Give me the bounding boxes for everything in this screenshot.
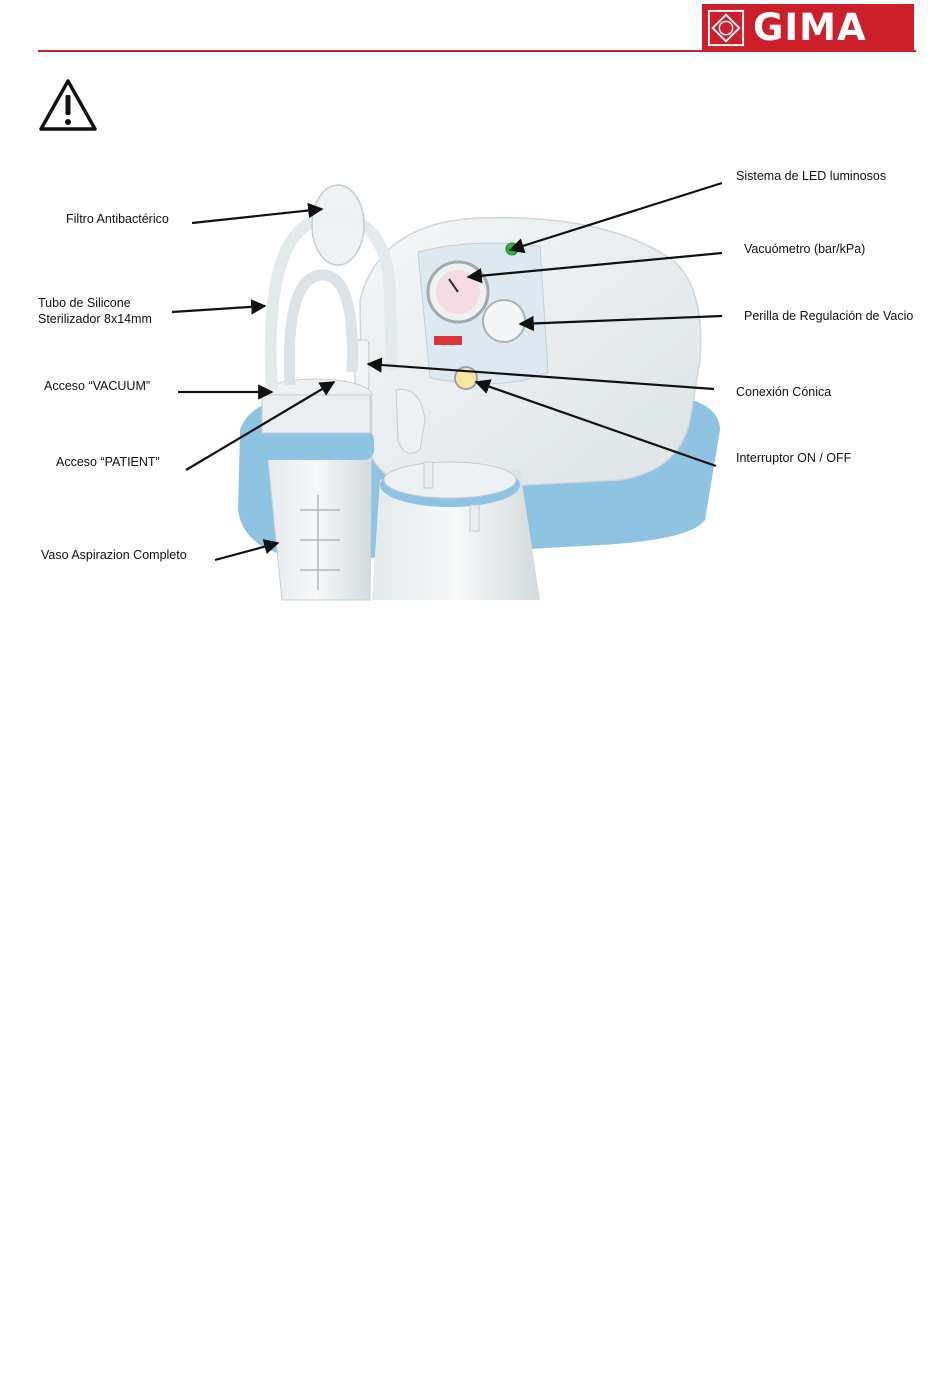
label-acceso-vacuum: Acceso “VACUUM” <box>44 378 150 394</box>
label-filtro-antibacterico: Filtro Antibactérico <box>66 211 169 227</box>
label-sistema-led: Sistema de LED luminosos <box>736 168 886 184</box>
label-interruptor: Interruptor ON / OFF <box>736 450 851 466</box>
label-perilla-regulacion: Perilla de Regulación de Vacio <box>744 308 913 324</box>
label-vacuometro: Vacuómetro (bar/kPa) <box>744 241 865 257</box>
label-conexion-conica: Conexión Cónica <box>736 384 831 400</box>
label-tubo-silicone: Tubo de Silicone Sterilizador 8x14mm <box>38 295 152 327</box>
label-acceso-patient: Acceso “PATIENT” <box>56 454 160 470</box>
label-vaso-aspirazion: Vaso Aspirazion Completo <box>41 547 187 563</box>
